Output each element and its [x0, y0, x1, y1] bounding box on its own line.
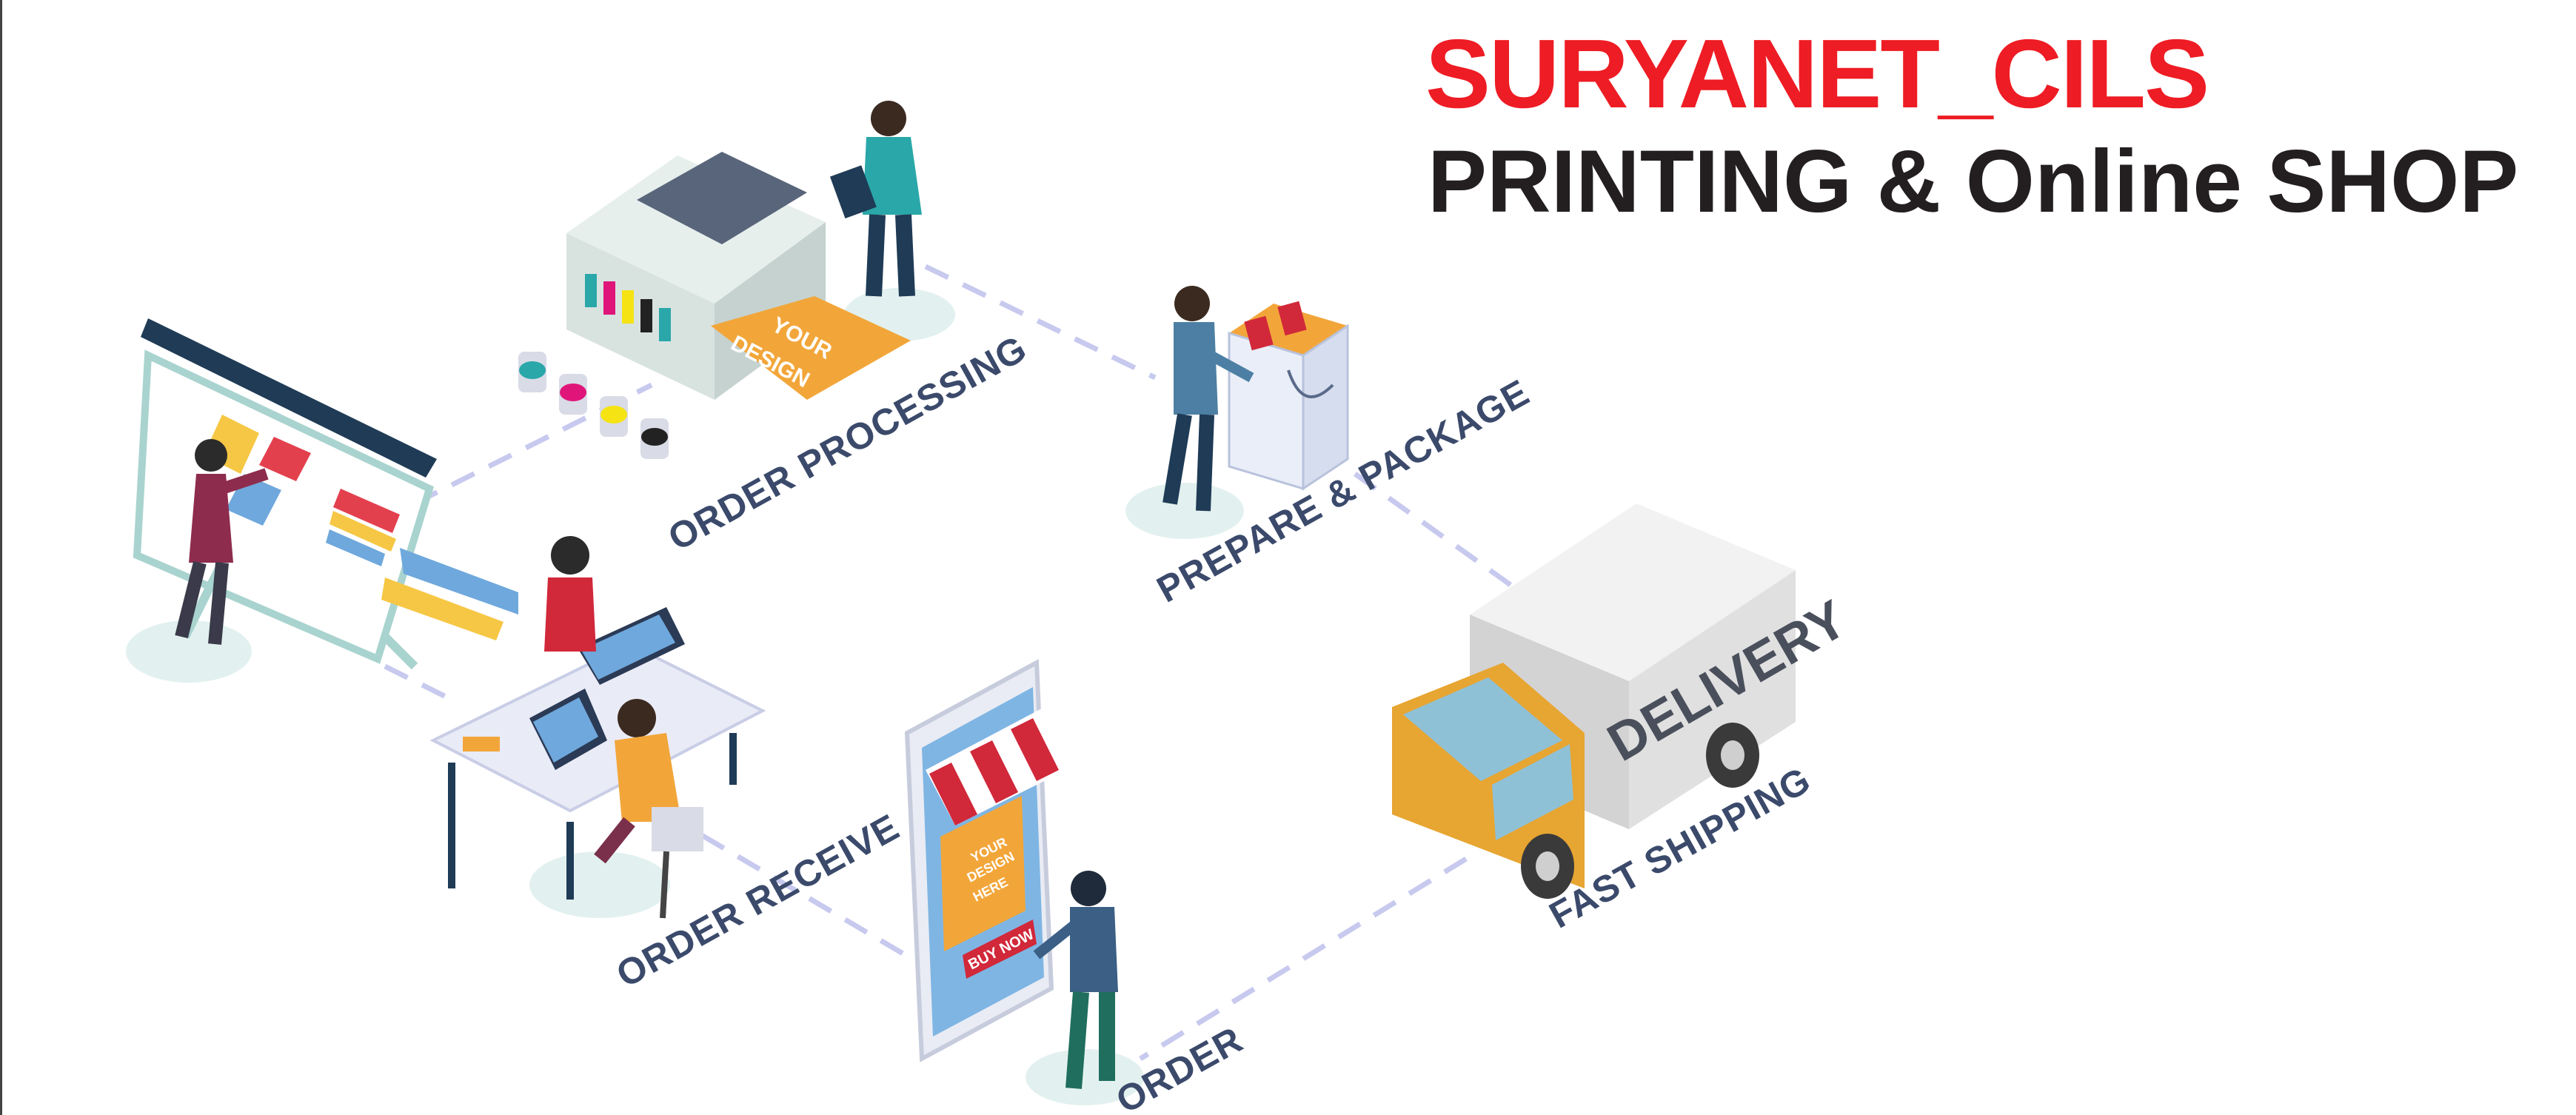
printer-icon: YOUR DESIGN	[566, 152, 911, 400]
brand-title: SURYANET_CILS	[1425, 19, 2209, 128]
operator-figure	[829, 101, 922, 297]
delivery-truck-icon: DELIVERY	[1392, 503, 1857, 899]
packaging-bag-icon	[1162, 286, 1349, 512]
brand-tagline: PRINTING & Online SHOP	[1428, 132, 2519, 231]
smartphone-shop-icon: YOUR DESIGN HERE BUY NOW	[904, 659, 1118, 1089]
designer-board-icon	[133, 318, 518, 670]
ink-cartridges	[585, 274, 671, 341]
office-desk-icon	[429, 536, 766, 919]
ink-bottles-icon	[518, 352, 669, 459]
